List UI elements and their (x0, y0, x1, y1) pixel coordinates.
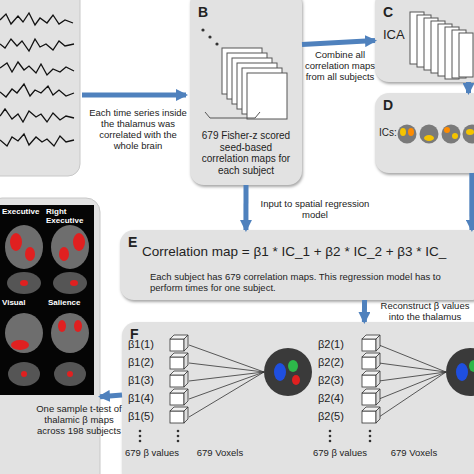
edge-label: Reconstruct β values into the thalamus (376, 301, 474, 323)
result-image (0, 205, 94, 395)
panel-box: ECorrelation map = β1 * IC_1 + β2 * IC_2… (120, 230, 474, 300)
panel-text: ICA (383, 28, 413, 43)
panel-box: B 679 Fisher-z scored seed-based correlat… (190, 0, 302, 185)
flow-arrow (100, 395, 122, 397)
count-label: 679 β values (310, 448, 370, 459)
beta-value: β2(5) (318, 410, 358, 423)
flow-arrow (302, 41, 375, 45)
beta-value: β2(1) (318, 338, 358, 351)
beta-value: β2(4) (318, 392, 358, 405)
beta-value: β2(3) (318, 374, 358, 387)
panel-text: 679 Fisher-z scored seed-based correlati… (196, 130, 296, 176)
edge-label: Input to spatial regression model (256, 199, 374, 221)
edge-label: One sample t-test of thalamic β maps acr… (36, 404, 122, 437)
beta-value: β1(2) (128, 356, 168, 369)
panel-text: ICs: (379, 127, 405, 139)
beta-value: β1(3) (128, 374, 168, 387)
network-label: Executive (2, 207, 44, 216)
formula-text: Correlation map = β1 * IC_1 + β2 * IC_2 … (142, 244, 474, 260)
beta-value: β1(1) (128, 338, 168, 351)
panel-text: Each subject has 679 correlation maps. T… (150, 272, 470, 294)
count-label: 679 Voxels (384, 448, 444, 459)
panel-letter: C (383, 4, 403, 20)
network-label: Visual (2, 298, 42, 307)
flow-arrow (243, 185, 248, 230)
time-series (0, 13, 74, 146)
panel-box: C ICA (375, 0, 474, 82)
step-note: Each time series inside the thalamus was… (88, 108, 188, 152)
flow-arrow (82, 93, 186, 98)
network-label: Salience (48, 298, 88, 307)
time-series-panel (0, 0, 80, 176)
flow-arrow (466, 82, 471, 93)
count-label: 679 β values (122, 448, 182, 459)
flow-arrow (469, 173, 474, 230)
beta-value: β1(5) (128, 410, 168, 423)
panel-letter: B (198, 4, 218, 20)
edge-label: Combine all correlation maps from all su… (304, 50, 376, 83)
count-label: 679 Voxels (190, 448, 250, 459)
beta-value: β1(4) (128, 392, 168, 405)
flow-arrow (362, 300, 367, 322)
panel-box: D ICs: (375, 93, 474, 173)
panel-letter: D (383, 97, 403, 113)
beta-value: β2(2) (318, 356, 358, 369)
network-label: Right Executive (46, 207, 90, 225)
